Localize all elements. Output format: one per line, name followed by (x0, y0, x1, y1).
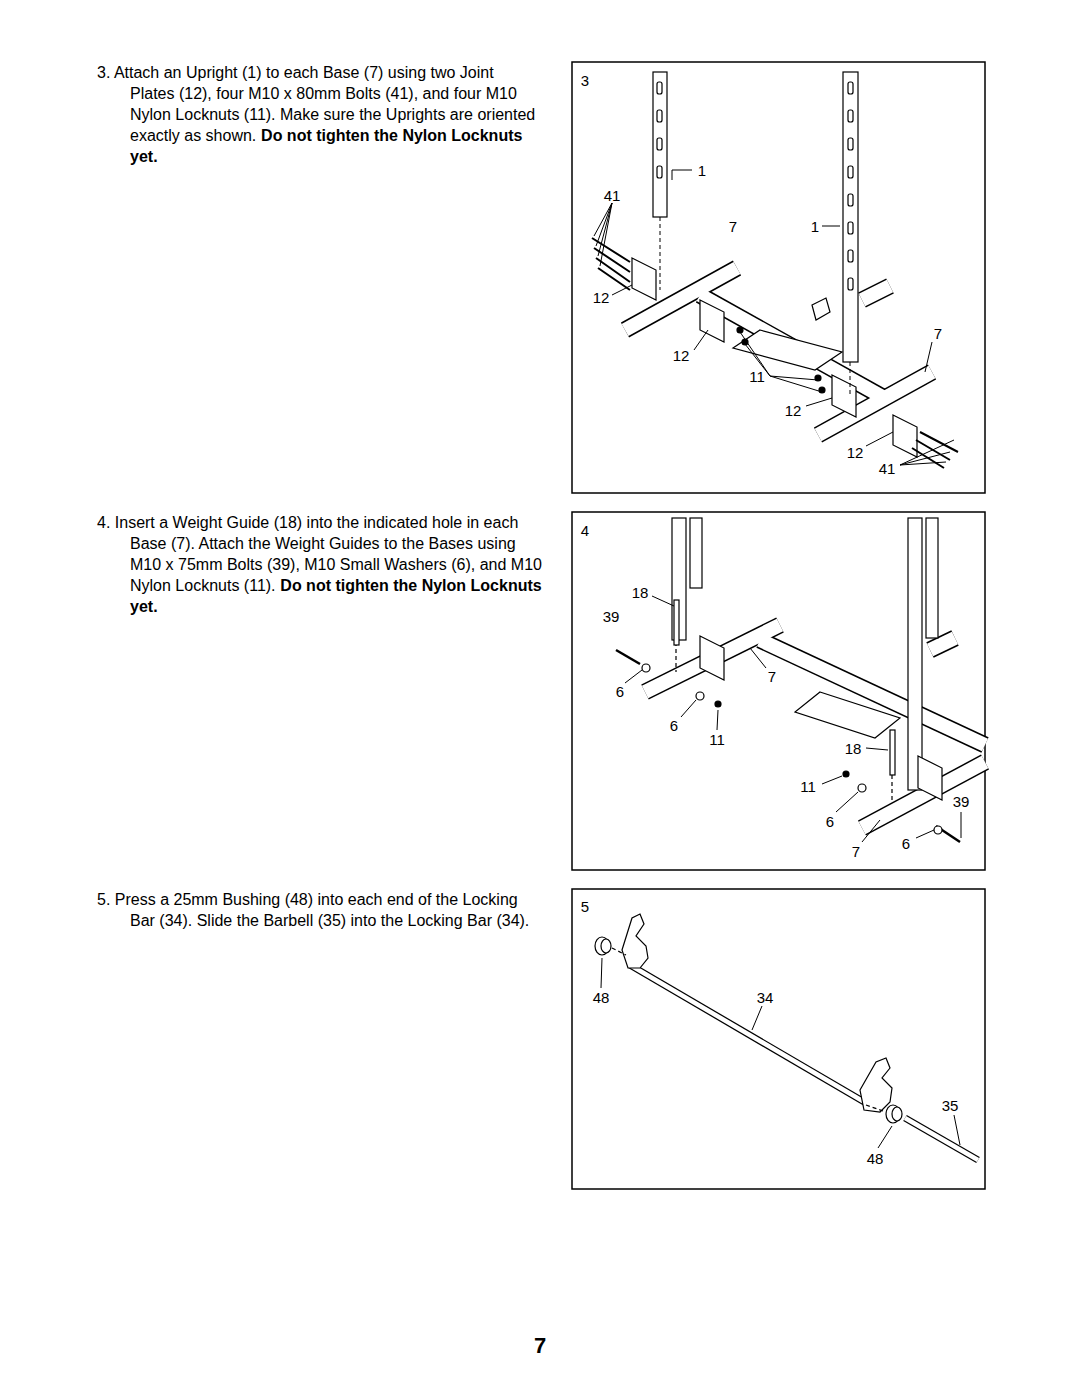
parts (616, 518, 960, 842)
panel-frames (572, 62, 985, 1189)
callout-number: 12 (846, 444, 865, 461)
callout-number: 48 (592, 989, 611, 1006)
callout-number: 6 (901, 835, 911, 852)
callout-number: 1 (697, 162, 707, 179)
callout-number: 41 (603, 187, 622, 204)
callout-number: 18 (844, 740, 863, 757)
callout-number: 7 (933, 325, 943, 342)
instruction-step: 3. Attach an Upright (1) to each Base (7… (97, 62, 542, 167)
callout-number: 5 (580, 898, 590, 915)
callout-number: 11 (748, 368, 766, 385)
callout-number: 4 (580, 522, 590, 539)
parts (632, 72, 917, 457)
leader-lines (625, 596, 961, 842)
parts (595, 914, 902, 1123)
callout-number: 6 (825, 813, 835, 830)
callout-number: 39 (602, 608, 621, 625)
leader-lines (592, 170, 958, 468)
callout-number: 39 (952, 793, 971, 810)
callout-number: 18 (631, 584, 650, 601)
callout-number: 48 (866, 1150, 885, 1167)
callout-number: 7 (728, 218, 738, 235)
callout-number: 11 (708, 731, 726, 748)
callout-number: 7 (767, 668, 777, 685)
tube-outline (625, 268, 985, 1160)
callout-number: 6 (669, 717, 679, 734)
callout-number: 7 (851, 843, 861, 860)
callout-number: 6 (615, 683, 625, 700)
instruction-step: 5. Press a 25mm Bushing (48) into each e… (97, 889, 542, 931)
callout-number: 3 (580, 72, 590, 89)
callout-number: 34 (756, 989, 775, 1006)
callout-number: 1 (810, 218, 820, 235)
callout-number: 41 (878, 460, 897, 477)
callout-number: 12 (592, 289, 611, 306)
leader-lines (601, 958, 960, 1148)
page-number: 7 (533, 1337, 547, 1354)
callout-number: 35 (941, 1097, 960, 1114)
callout-number: 12 (672, 347, 691, 364)
instruction-text: 5. Press a 25mm Bushing (48) into each e… (97, 891, 529, 929)
instruction-step: 4. Insert a Weight Guide (18) into the i… (97, 512, 542, 617)
callout-number: 11 (799, 778, 817, 795)
callout-number: 12 (784, 402, 803, 419)
